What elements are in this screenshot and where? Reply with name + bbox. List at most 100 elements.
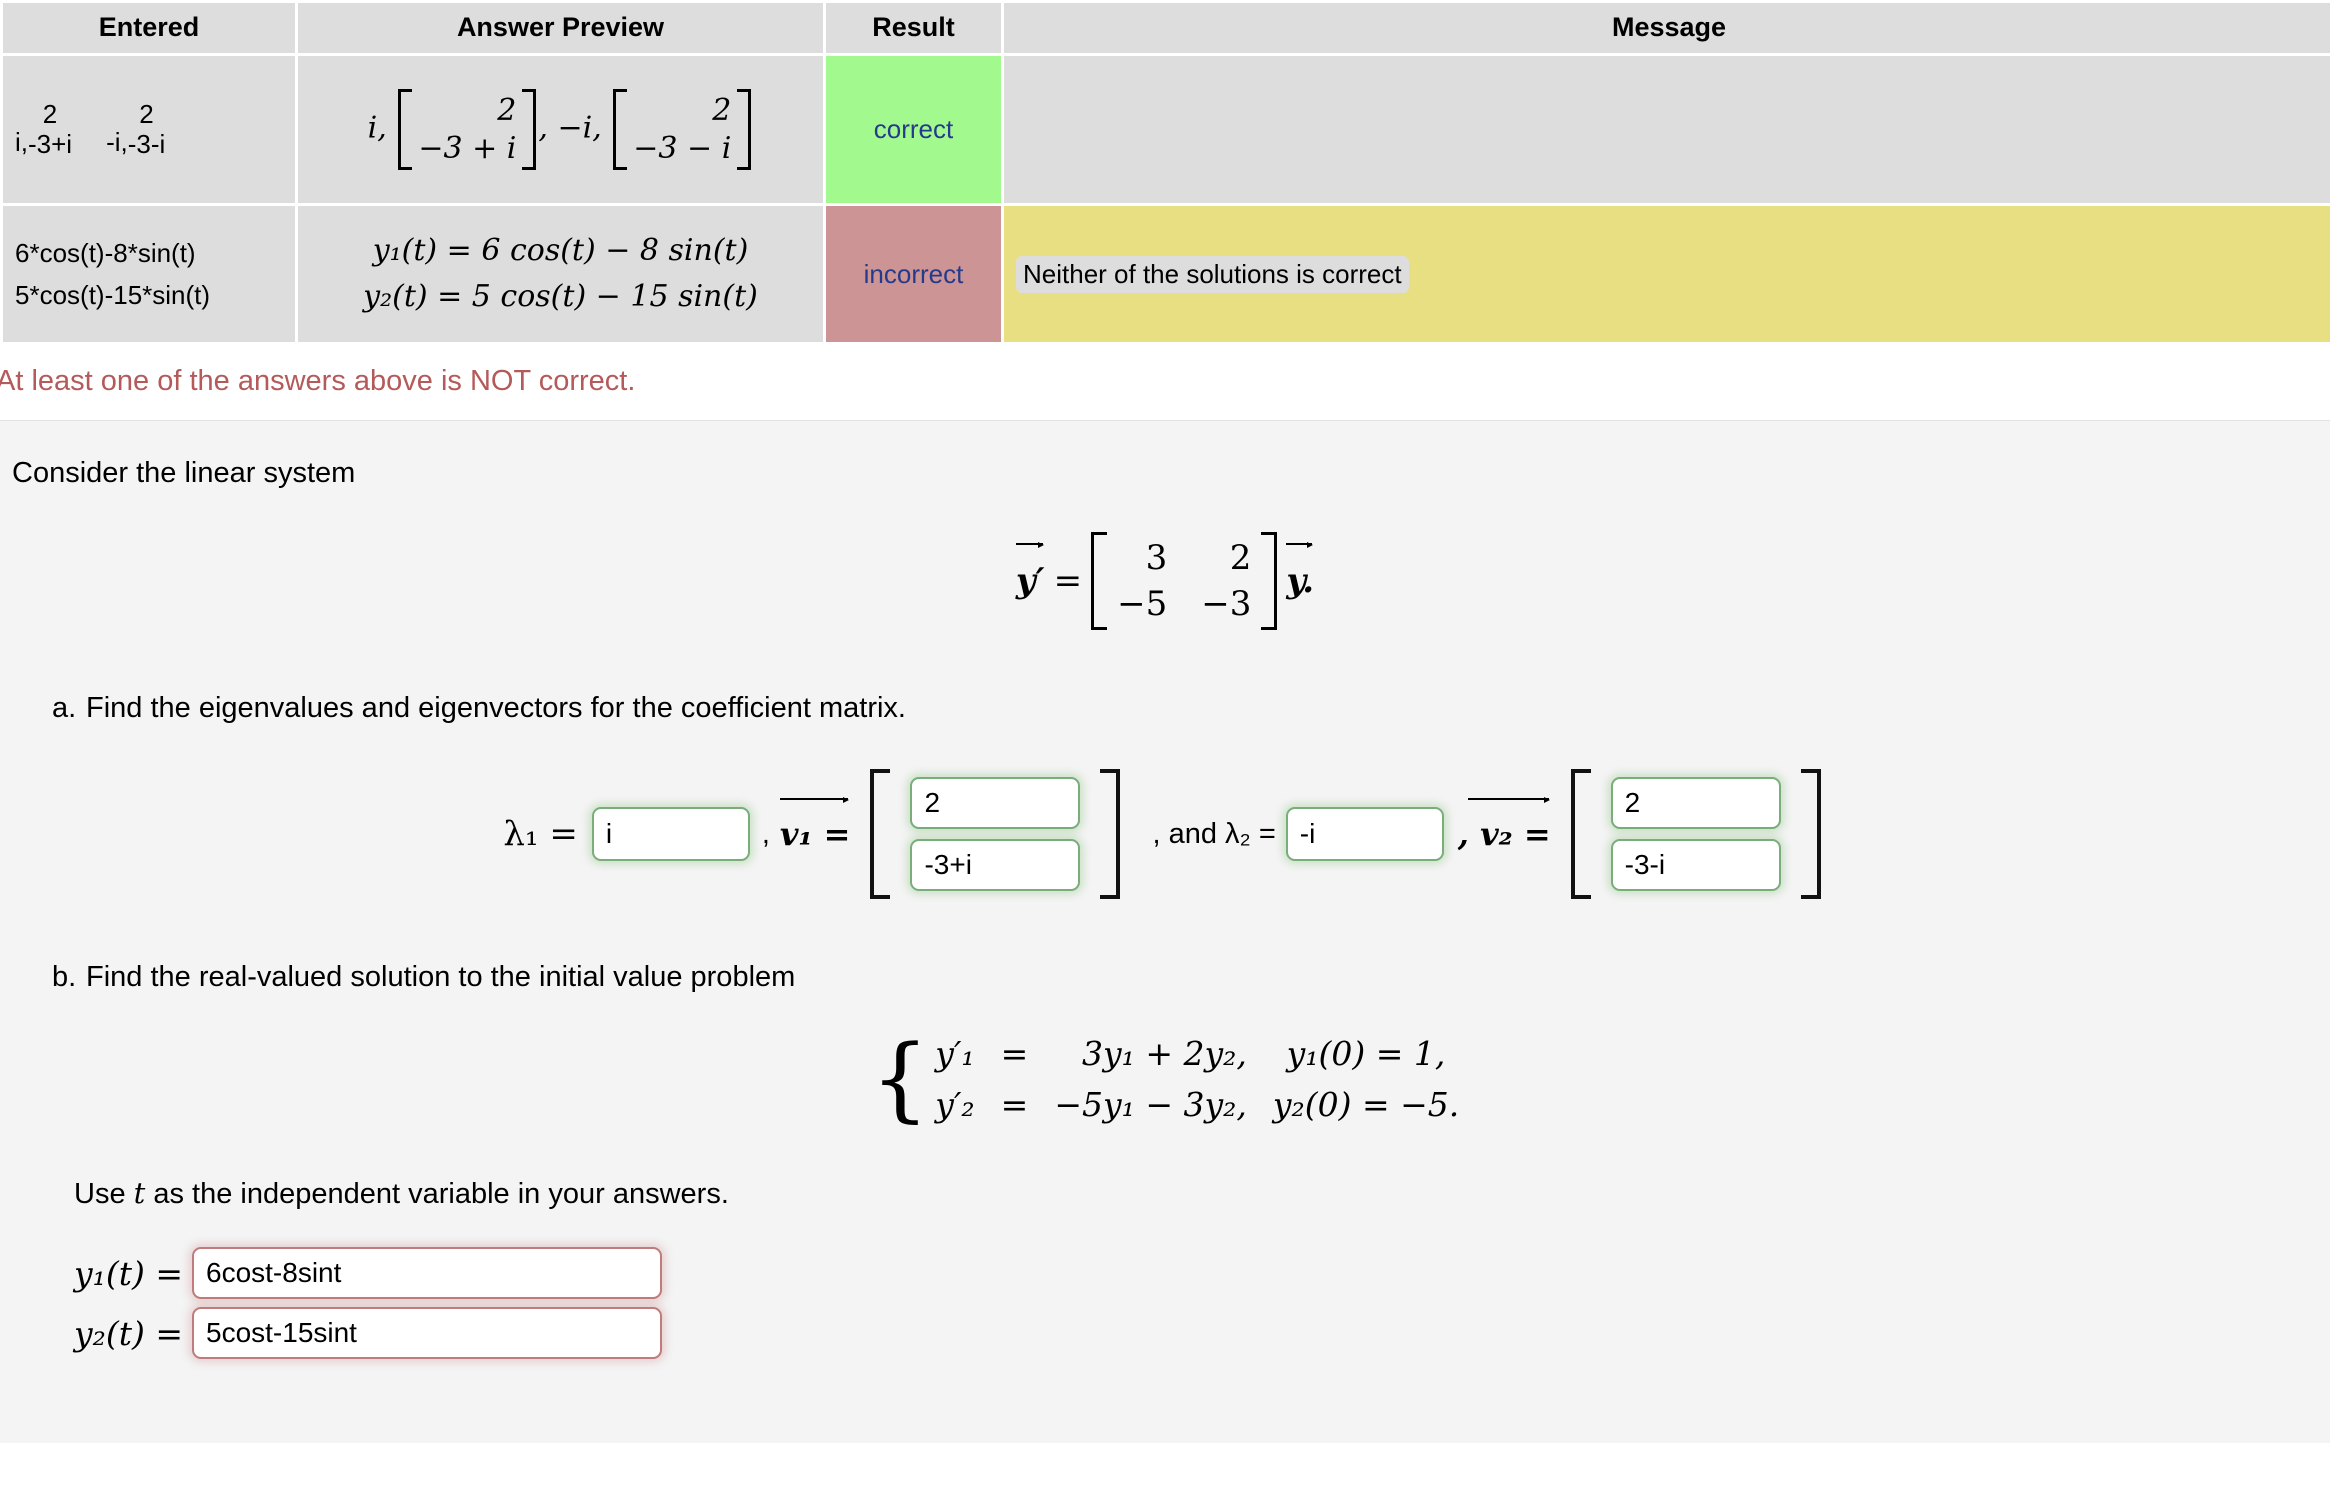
warning-message: At least one of the answers above is NOT… (0, 365, 636, 397)
lambda1-input[interactable] (591, 807, 750, 861)
problem-intro: Consider the linear system (12, 457, 356, 489)
column-header-answer-preview: Answer Preview (298, 3, 823, 53)
solution-row-y2: y₂(t) = (74, 1307, 2330, 1359)
entered-scalar-2: -i, (106, 127, 128, 158)
v1-label: v₁ = (779, 796, 850, 853)
v1-component-1-input[interactable] (910, 777, 1081, 829)
lambda1-label: λ₁ = (503, 814, 578, 854)
preview-lines: y₁(t) = 6 cos(t) − 8 sin(t) y₂(t) = 5 co… (298, 228, 823, 321)
entered-eigen-pairs: i, 2 -3+i -i, 2 -3-i (3, 100, 295, 158)
entered-vector-1-top: 2 (42, 99, 58, 130)
status-badge: correct (873, 114, 954, 144)
entered-line-2: 5*cos(t)-15*sin(t) (15, 280, 211, 310)
entered-cell: i, 2 -3+i -i, 2 -3-i (3, 56, 295, 203)
preview-line-2: y₂(t) = 5 cos(t) − 15 sin(t) (363, 279, 758, 314)
matrix-cell-1-0: −5 (1117, 584, 1168, 624)
bracket-right-icon (1100, 769, 1121, 899)
matrix-cell-1-1: −3 (1201, 584, 1252, 624)
preview-scalar-2: −i, (557, 110, 602, 146)
eigen-answer-row: λ₁ = , v₁ = , and λ₂ = , v₂ = (0, 769, 2330, 899)
entered-vector-1-bottom: -3+i (28, 128, 73, 159)
message-text: Neither of the solutions is correct (1016, 255, 1409, 293)
question-part-b: b. Find the real-valued solution to the … (52, 961, 2330, 994)
question-part-a: a. Find the eigenvalues and eigenvectors… (52, 692, 2330, 725)
problem-panel: Consider the linear system y′ = 3 2 −5 −… (0, 420, 2330, 1443)
part-b-marker: b. (52, 961, 77, 993)
entered-line-1: 6*cos(t)-8*sin(t) (15, 237, 196, 268)
table-row: i, 2 -3+i -i, 2 -3-i i, (3, 56, 2330, 203)
left-brace-icon: { (870, 1025, 930, 1133)
part-a-text: Find the eigenvalues and eigenvectors fo… (86, 692, 906, 724)
bracket-right-icon (737, 89, 752, 170)
column-header-message: Message (1004, 3, 2330, 53)
ivp-eq2-equals: = (1000, 1085, 1029, 1124)
y1-solution-input[interactable] (192, 1247, 662, 1299)
ivp-eq2-init: y₂(0) = −5. (1272, 1085, 1460, 1124)
message-cell-warning: Neither of the solutions is correct (1004, 206, 2330, 342)
entered-lines: 6*cos(t)-8*sin(t) 5*cos(t)-15*sin(t) (3, 232, 295, 316)
vector-arrow-icon (1015, 541, 1044, 548)
v2-component-1-input[interactable] (1610, 777, 1781, 829)
bracket-right-icon (1800, 769, 1821, 899)
matrix-cell-0-0: 3 (1145, 538, 1168, 578)
preview-vector-1: 2 −3 + i (398, 89, 537, 170)
note-variable: t (133, 1176, 146, 1210)
result-cell-correct: correct (826, 56, 1001, 203)
ivp-eq1-lhs: y′₁ (935, 1034, 975, 1073)
table-row: 6*cos(t)-8*sin(t) 5*cos(t)-15*sin(t) y₁(… (3, 206, 2330, 342)
entered-scalar-1: i, (15, 127, 28, 158)
ivp-eq1-rhs: 3y₁ + 2y₂, (1081, 1034, 1247, 1073)
v2-component-2-input[interactable] (1610, 839, 1781, 891)
v1-component-2-input[interactable] (910, 839, 1081, 891)
answer-preview-cell: y₁(t) = 6 cos(t) − 8 sin(t) y₂(t) = 5 co… (298, 206, 823, 342)
matrix-cell-0-1: 2 (1229, 538, 1252, 578)
part-a-marker: a. (52, 692, 77, 724)
answer-results-table: Entered Answer Preview Result Message i,… (0, 0, 2330, 345)
vector-y: y. (1286, 541, 1314, 601)
note-suffix: as the independent variable in your answ… (145, 1178, 729, 1210)
vector-arrow-icon (1467, 796, 1550, 803)
vector-arrow-icon (1286, 541, 1313, 548)
y2-label: y₂(t) = (74, 1313, 184, 1353)
v2-bracket-group (1570, 769, 1821, 899)
comma-separator: , (761, 817, 770, 850)
answer-preview-cell: i, 2 −3 + i , −i, 2 −3 − (298, 56, 823, 203)
entered-cell: 6*cos(t)-8*sin(t) 5*cos(t)-15*sin(t) (3, 206, 295, 342)
entered-vector-1: 2 -3+i (28, 100, 72, 158)
entered-vector-2: 2 -3-i (128, 100, 166, 158)
bracket-left-icon (613, 89, 628, 170)
part-b-text: Find the real-valued solution to the ini… (86, 961, 796, 993)
bracket-left-icon (1091, 532, 1108, 630)
and-lambda2-label: , and λ₂ = (1152, 817, 1276, 850)
lambda2-input[interactable] (1285, 807, 1444, 861)
bracket-left-icon (870, 769, 891, 899)
y2-solution-input[interactable] (192, 1307, 662, 1359)
system-matrix-equation: y′ = 3 2 −5 −3 y. (0, 532, 2330, 630)
preview-vector-2: 2 −3 − i (613, 89, 752, 170)
preview-vector-1-top: 2 (497, 93, 517, 128)
ivp-eq1-init: y₁(0) = 1, (1286, 1034, 1446, 1073)
note-prefix: Use (74, 1178, 134, 1210)
preview-scalar-1: i, (367, 110, 387, 146)
preview-vector-2-bottom: −3 − i (633, 130, 732, 166)
y1-label: y₁(t) = (74, 1253, 184, 1293)
preview-line-1: y₁(t) = 6 cos(t) − 8 sin(t) (372, 232, 749, 268)
bracket-left-icon (398, 89, 413, 170)
preview-vector-1-bottom: −3 + i (418, 130, 517, 166)
preview-separator-comma: , (538, 110, 548, 146)
v2-label: , v₂ = (1458, 796, 1551, 853)
preview-vector-2-top: 2 (712, 93, 732, 128)
ivp-eq1-equals: = (1000, 1034, 1029, 1073)
entered-vector-2-top: 2 (139, 99, 154, 130)
equals-sign: = (1053, 561, 1083, 601)
result-cell-incorrect: incorrect (826, 206, 1001, 342)
ivp-eq2-lhs: y′₂ (935, 1085, 975, 1124)
solution-row-y1: y₁(t) = (74, 1247, 2330, 1299)
column-header-result: Result (826, 3, 1001, 53)
table-header-row: Entered Answer Preview Result Message (3, 3, 2330, 53)
column-header-entered: Entered (3, 3, 295, 53)
warning-bar: At least one of the answers above is NOT… (0, 345, 2330, 420)
bracket-right-icon (522, 89, 537, 170)
coefficient-matrix: 3 2 −5 −3 (1091, 532, 1278, 630)
bracket-left-icon (1570, 769, 1591, 899)
